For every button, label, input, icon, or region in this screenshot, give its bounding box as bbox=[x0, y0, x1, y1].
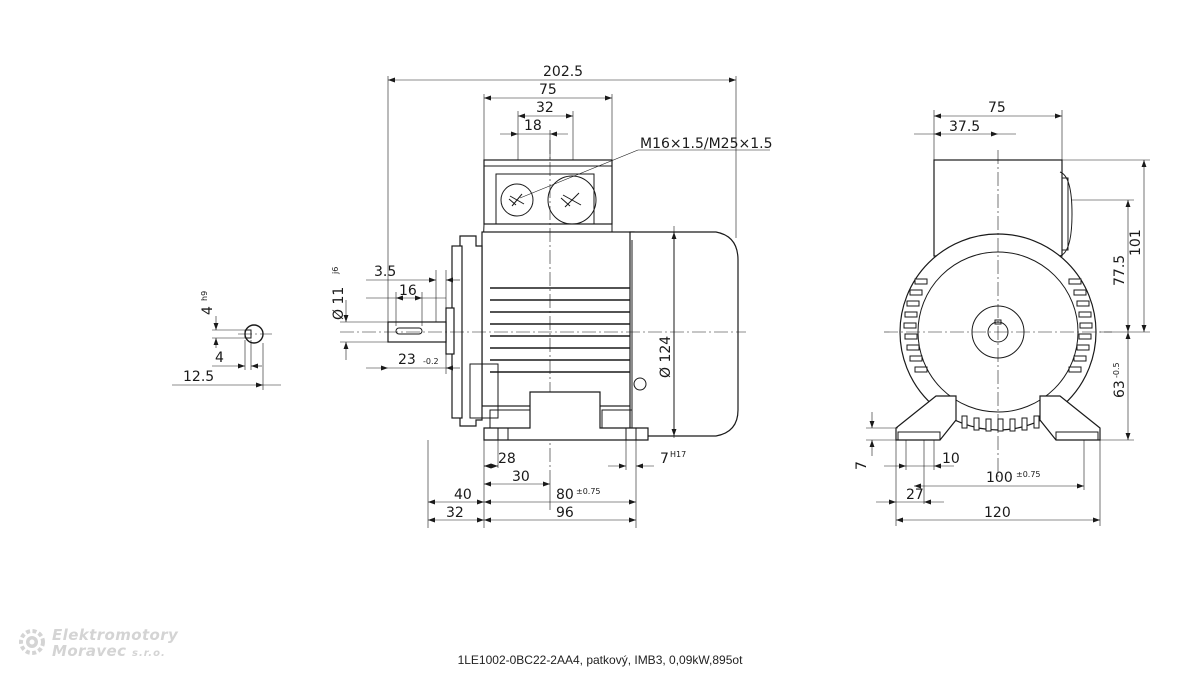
shaft-length-tol: -0.2 bbox=[423, 357, 439, 366]
front-shaft-height-label: 63 bbox=[1112, 380, 1128, 398]
motor-front-view: 75 37.5 101 77.5 63 -0.5 7 10 bbox=[854, 100, 1150, 526]
end-shield bbox=[459, 235, 483, 427]
shaft-diameter-label: Ø 11 bbox=[331, 287, 347, 320]
key-width-label: 4 bbox=[215, 350, 224, 366]
cable-gland-small bbox=[500, 183, 534, 217]
shaft-to-key-label: 12.5 bbox=[183, 369, 214, 385]
foot-edge-label: 28 bbox=[498, 451, 516, 467]
front-foot-hole-spacing-tol: ±0.75 bbox=[1016, 470, 1041, 479]
front-foot-slot-label: 10 bbox=[942, 451, 960, 467]
front-foot-edge-label: 27 bbox=[906, 487, 924, 503]
foot-hole-spacing-tol: ±0.75 bbox=[576, 487, 601, 496]
key-height-label: 4 bbox=[200, 306, 216, 315]
thread-label: M16×1.5/M25×1.5 bbox=[640, 136, 773, 152]
terminal-box bbox=[483, 159, 613, 225]
flange-to-foot-label: 40 bbox=[454, 487, 472, 503]
motor-side-view: 202.5 75 32 18 M16×1.5/M25×1.5 bbox=[331, 64, 773, 528]
key-height-tol: h9 bbox=[200, 291, 209, 301]
front-axis-to-box-label: 77.5 bbox=[1112, 255, 1128, 286]
motor-housing bbox=[481, 231, 635, 407]
key-length-label: 16 bbox=[399, 283, 417, 299]
overall-length-label: 202.5 bbox=[543, 64, 583, 80]
shaft-end-to-hole-label: 32 bbox=[446, 505, 464, 521]
front-foot-hole-spacing-label: 100 bbox=[986, 470, 1013, 486]
front-shaft-height-tol: -0.5 bbox=[1112, 362, 1121, 378]
cooling-fins bbox=[490, 287, 630, 373]
front-feet bbox=[895, 395, 957, 441]
foot-hole-offset-label: 30 bbox=[512, 469, 530, 485]
shaft-key-detail: 4 h9 4 12.5 bbox=[172, 291, 281, 390]
housing-diameter-label: Ø 124 bbox=[658, 336, 674, 378]
front-box-half-label: 37.5 bbox=[949, 119, 980, 135]
foot-hole-tol: H17 bbox=[670, 450, 686, 459]
foot-hole-spacing-label: 80 bbox=[556, 487, 574, 503]
logo-suffix: s.r.o. bbox=[132, 648, 166, 659]
shaft-shoulder-label: 3.5 bbox=[374, 264, 396, 280]
front-total-height-label: 101 bbox=[1128, 229, 1144, 256]
company-logo: Elektromotory Moravec s.r.o. bbox=[18, 626, 208, 660]
front-foot-thickness-label: 7 bbox=[854, 461, 870, 470]
gland-spacing-label: 32 bbox=[536, 100, 554, 116]
front-box-width-label: 75 bbox=[988, 100, 1006, 116]
shaft-length-label: 23 bbox=[398, 352, 416, 368]
logo-line2: Moravec s.r.o. bbox=[52, 642, 166, 660]
logo-line1: Elektromotory bbox=[52, 626, 179, 644]
logo-line2-name: Moravec bbox=[52, 642, 127, 660]
shaft-diameter-tol: j6 bbox=[331, 267, 340, 275]
terminal-box-width-label: 75 bbox=[539, 82, 557, 98]
foot-hole-label: 7 bbox=[660, 451, 669, 467]
gear-icon bbox=[19, 629, 45, 655]
gland-offset-label: 18 bbox=[524, 118, 542, 134]
cable-gland-large bbox=[547, 175, 597, 225]
front-foot-width-label: 120 bbox=[984, 505, 1011, 521]
drawing-caption: 1LE1002-0BC22-2AA4, patkový, IMB3, 0,09k… bbox=[457, 653, 743, 667]
hole-to-end-label: 96 bbox=[556, 505, 574, 521]
